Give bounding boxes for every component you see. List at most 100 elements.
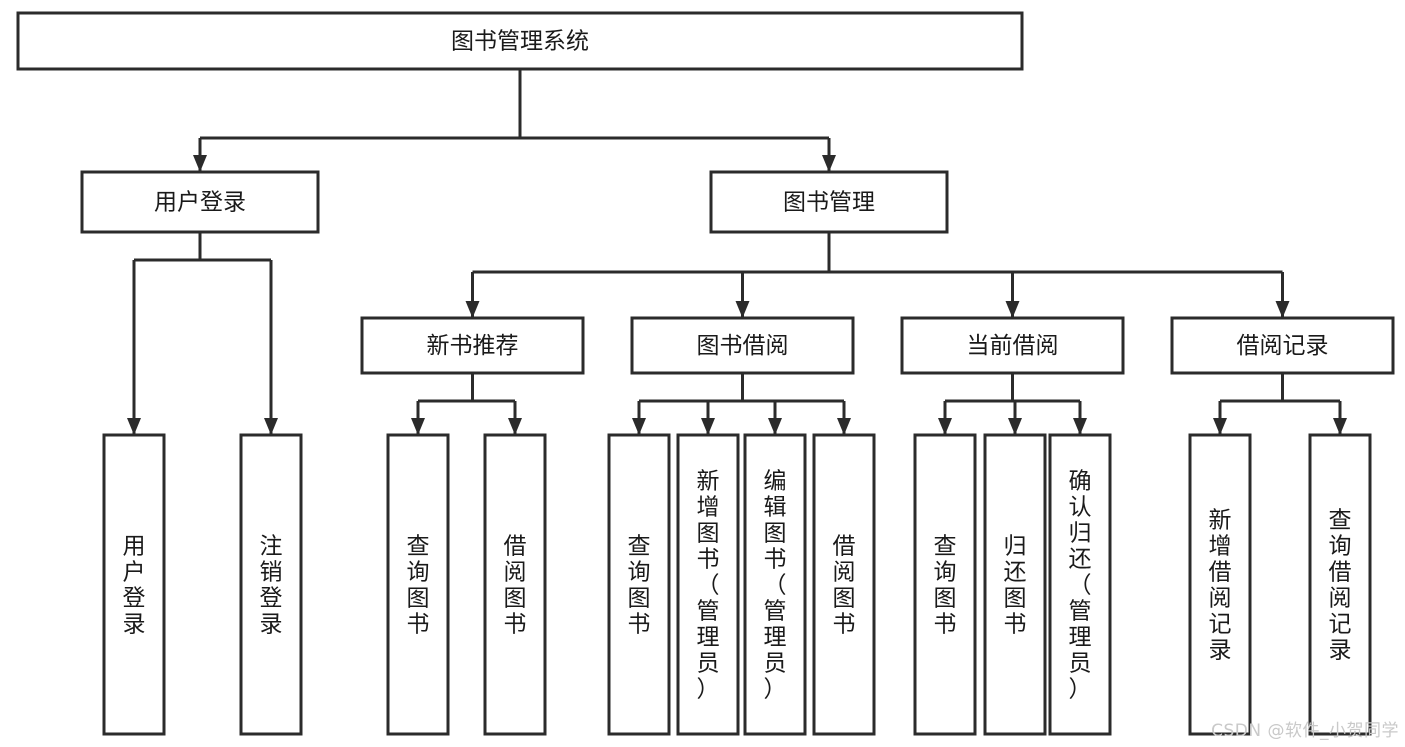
svg-text:确: 确 — [1069, 469, 1092, 495]
node-book-manage[interactable]: 图书管理 — [709, 170, 949, 234]
svg-text:（: （ — [764, 573, 787, 599]
svg-text:员: 员 — [1069, 651, 1092, 677]
svg-text:录: 录 — [1329, 638, 1352, 664]
svg-text:查: 查 — [934, 534, 957, 560]
svg-text:管: 管 — [697, 599, 720, 625]
arrow-head-icon-current-borrow — [1005, 301, 1020, 318]
node-box-leaf-borrow-book-2 — [812, 433, 876, 736]
svg-text:图: 图 — [697, 521, 720, 547]
svg-text:管: 管 — [1069, 599, 1092, 625]
svg-text:录: 录 — [123, 612, 146, 638]
svg-text:理: 理 — [764, 625, 787, 651]
svg-text:增: 增 — [697, 495, 720, 521]
svg-text:图: 图 — [1004, 586, 1027, 612]
svg-text:书: 书 — [504, 612, 527, 638]
node-box-leaf-query-book-1 — [386, 433, 450, 736]
svg-text:借: 借 — [504, 534, 527, 560]
svg-text:用: 用 — [123, 534, 146, 560]
arrow-head-icon-new-book-rec — [465, 301, 480, 318]
svg-text:图: 图 — [764, 521, 787, 547]
node-current-borrow[interactable]: 当前借阅 — [900, 316, 1125, 375]
svg-text:员: 员 — [764, 651, 787, 677]
svg-text:记: 记 — [1329, 612, 1352, 638]
svg-text:增: 增 — [1209, 534, 1232, 560]
node-box-borrow-record — [1170, 316, 1395, 375]
svg-text:图: 图 — [628, 586, 651, 612]
arrow-head-icon-leaf-logout — [264, 418, 278, 435]
svg-text:阅: 阅 — [1209, 586, 1232, 612]
svg-text:还: 还 — [1069, 547, 1092, 573]
svg-text:询: 询 — [628, 560, 651, 586]
svg-text:书: 书 — [1004, 612, 1027, 638]
arrow-head-icon-leaf-query-book-1 — [411, 418, 425, 435]
svg-text:书: 书 — [407, 612, 430, 638]
arrow-head-icon-leaf-user-login — [127, 418, 141, 435]
node-user-login[interactable]: 用户登录 — [80, 170, 320, 234]
svg-text:理: 理 — [1069, 625, 1092, 651]
svg-text:书: 书 — [764, 547, 787, 573]
svg-text:图: 图 — [407, 586, 430, 612]
node-box-leaf-borrow-book-1 — [483, 433, 547, 736]
svg-text:书: 书 — [833, 612, 856, 638]
node-box-leaf-add-book — [676, 433, 740, 736]
svg-text:图: 图 — [833, 586, 856, 612]
node-box-leaf-query-book-3 — [913, 433, 977, 736]
node-box-leaf-query-record — [1308, 433, 1372, 736]
svg-text:录: 录 — [1209, 638, 1232, 664]
node-box-new-book-rec — [360, 316, 585, 375]
node-box-book-manage — [709, 170, 949, 234]
node-new-book-rec[interactable]: 新书推荐 — [360, 316, 585, 375]
arrow-head-icon-leaf-return-book — [1008, 418, 1022, 435]
svg-text:借: 借 — [1209, 560, 1232, 586]
csdn-watermark: CSDN @软件_小贺同学 — [1211, 721, 1399, 741]
node-label-book-manage: 图书管理 — [783, 190, 875, 216]
node-box-book-borrow — [630, 316, 855, 375]
node-box-root — [16, 11, 1024, 71]
svg-text:）: ） — [1069, 677, 1092, 703]
svg-text:询: 询 — [407, 560, 430, 586]
svg-text:）: ） — [697, 677, 720, 703]
svg-text:注: 注 — [260, 534, 283, 560]
svg-text:图: 图 — [504, 586, 527, 612]
svg-text:新: 新 — [1209, 508, 1232, 534]
node-book-borrow[interactable]: 图书借阅 — [630, 316, 855, 375]
svg-text:阅: 阅 — [1329, 586, 1352, 612]
node-label-leaf-user-login: 用户登录 — [123, 534, 146, 638]
svg-text:辑: 辑 — [764, 495, 787, 521]
arrow-head-icon-leaf-query-book-2 — [632, 418, 646, 435]
node-box-user-login — [80, 170, 320, 234]
arrow-head-icon-leaf-add-record — [1213, 418, 1227, 435]
node-box-leaf-user-login — [102, 433, 166, 736]
svg-text:阅: 阅 — [504, 560, 527, 586]
node-root[interactable]: 图书管理系统 — [16, 11, 1024, 71]
node-leaf-user-login[interactable]: 用户登录 — [102, 433, 166, 736]
svg-text:编: 编 — [764, 469, 787, 495]
node-box-leaf-query-book-2 — [607, 433, 671, 736]
arrow-head-icon-leaf-add-book — [701, 418, 715, 435]
arrow-head-icon-leaf-query-book-3 — [938, 418, 952, 435]
svg-text:书: 书 — [697, 547, 720, 573]
svg-text:书: 书 — [628, 612, 651, 638]
node-borrow-record[interactable]: 借阅记录 — [1170, 316, 1395, 375]
